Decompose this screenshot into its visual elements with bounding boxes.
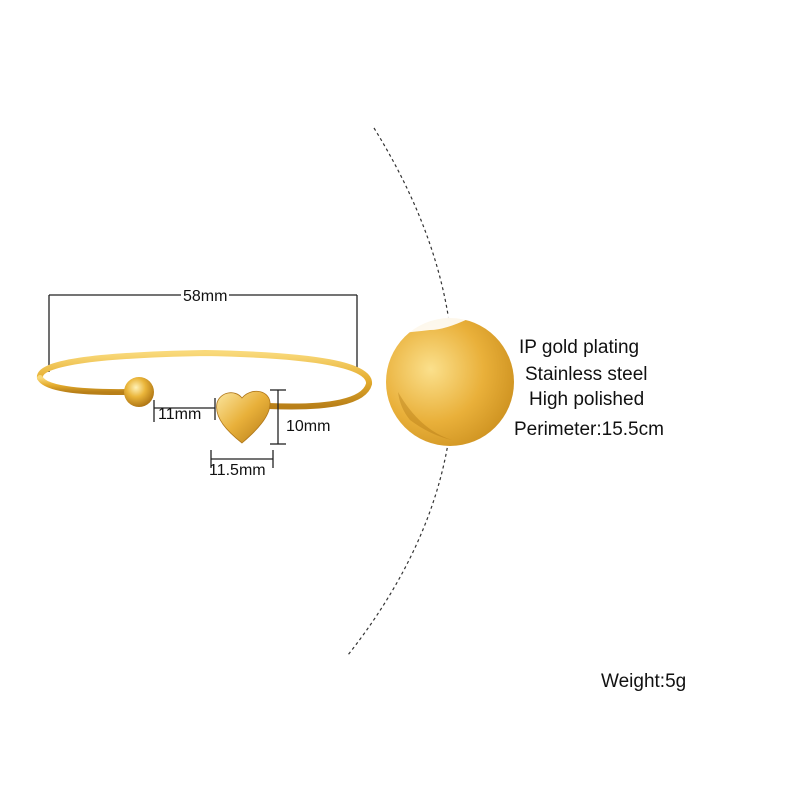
spec-finish: High polished [529, 389, 645, 410]
spec-perimeter: Perimeter:15.5cm [514, 419, 664, 440]
spec-plating: IP gold plating [519, 337, 640, 358]
bangle-width-label: 58mm [181, 288, 230, 306]
bangle-band [37, 349, 372, 410]
gap-length-label: 11mm [158, 406, 202, 423]
heart-width-dimension-line [210, 450, 274, 468]
weight-label: Weight:5g [601, 671, 687, 692]
heart-height-label: 10mm [286, 418, 331, 435]
heart-closeup-shade [398, 392, 452, 440]
ball-end [124, 377, 154, 407]
heart-closeup-disc [386, 318, 514, 446]
heart-width-label: 11.5mm [209, 462, 266, 479]
heart-height-dimension-line [270, 389, 286, 445]
spec-material: Stainless steel [525, 364, 648, 385]
heart-charm [216, 390, 271, 444]
dashed-divider-arc [347, 127, 454, 656]
gap-dimension-line [153, 398, 216, 422]
heart-closeup-highlight [402, 315, 470, 333]
bangle-band-left [37, 375, 131, 396]
